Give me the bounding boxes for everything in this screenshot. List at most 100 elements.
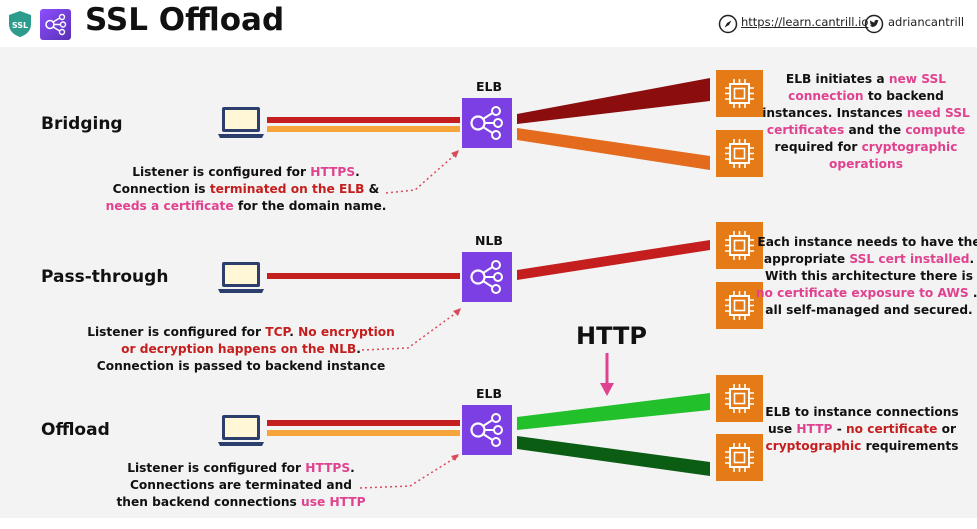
client-laptop-icon-offload (218, 415, 264, 446)
text-segment: Each instance needs to have the (757, 235, 977, 249)
text-segment: . (289, 325, 299, 339)
text-segment: Listener is configured for (127, 461, 306, 475)
text-line: all self-managed and secured. (756, 302, 977, 319)
footer-bar (0, 518, 977, 529)
text-segment: then backend connections (116, 495, 302, 509)
callout-arrowhead-offload (451, 454, 459, 461)
header-bar (0, 0, 977, 47)
text-segment: connection (788, 89, 864, 103)
listener-description-offload: Listener is configured for HTTPS.Connect… (116, 460, 365, 511)
text-line: ELB to instance connections (765, 404, 958, 421)
text-line: Connection is passed to backend instance (87, 358, 395, 375)
http-label: HTTP (576, 322, 647, 350)
text-segment: Listener is configured for (132, 165, 311, 179)
backend-connection-passthrough (517, 240, 710, 280)
text-segment: . (969, 252, 975, 266)
row-label-offload: Offload (41, 420, 110, 440)
text-line: Each instance needs to have the (756, 234, 977, 251)
text-segment: appropriate (763, 252, 850, 266)
text-segment: Connections are terminated and (129, 478, 353, 492)
text-segment: instances. Instances (762, 106, 907, 120)
elb-icon-bridging (460, 96, 514, 150)
row-label-passthrough: Pass-through (41, 267, 169, 287)
text-line: Connections are terminated and (116, 477, 365, 494)
elb-logo-icon (40, 9, 71, 40)
row-label-bridging: Bridging (41, 114, 123, 134)
text-line: use HTTP - no certificate or (765, 421, 958, 438)
ssl-badge-text: SSL (12, 21, 28, 30)
text-segment: .. (969, 286, 977, 300)
callout-arrowhead-bridging (451, 150, 459, 158)
text-line: cryptographic requirements (765, 438, 959, 455)
text-line: operations (762, 156, 970, 173)
text-segment: - (832, 422, 847, 436)
text-segment: SSL cert installed (849, 252, 970, 266)
text-segment: and the (844, 123, 906, 137)
text-segment: . (355, 165, 360, 179)
page-title: SSL Offload (85, 2, 285, 38)
listener-description-bridging: Listener is configured for HTTPS.Connect… (106, 164, 387, 215)
nlb-icon-passthrough (460, 250, 514, 304)
text-segment: needs a certificate (105, 199, 234, 213)
backend-connection-2-bridging (517, 128, 710, 170)
text-line: certificates and the compute (762, 122, 970, 139)
text-line: appropriate SSL cert installed. (756, 251, 977, 268)
text-segment: or (937, 422, 957, 436)
backend-http-connection-2-offload (517, 436, 710, 476)
text-segment: to backend (863, 89, 944, 103)
text-segment: requirements (861, 439, 959, 453)
text-line: needs a certificate for the domain name. (106, 198, 387, 215)
callout-arrow-bridging (385, 151, 459, 194)
text-segment: new SSL (888, 72, 947, 86)
text-segment: Connection is passed to backend instance (96, 359, 386, 373)
text-segment: terminated on the ELB (209, 182, 365, 196)
client-laptop-icon-passthrough (218, 262, 264, 293)
text-line: required for cryptographic (762, 139, 970, 156)
text-segment: use (767, 422, 797, 436)
text-segment: or decryption happens on the NLB (121, 342, 357, 356)
text-line: Listener is configured for TCP. No encry… (87, 324, 395, 341)
ec2-instance-icon-offload-2 (715, 433, 764, 482)
text-line: ELB initiates a new SSL (762, 71, 970, 88)
lb-label-offload: ELB (476, 386, 503, 401)
ssl-shield-icon: SSL (9, 11, 31, 37)
elb-icon-offload (460, 403, 514, 457)
callout-arrow-passthrough (361, 309, 461, 351)
ec2-instance-icon-bridging-1 (715, 69, 764, 118)
text-segment: HTTP (796, 422, 833, 436)
text-segment: no certificate (846, 422, 938, 436)
http-pointer-arrowhead (600, 383, 614, 396)
backend-connection-1-bridging (517, 78, 710, 124)
text-line: or decryption happens on the NLB. (87, 341, 395, 358)
twitter-handle-link[interactable]: adriancantrill (888, 15, 965, 29)
text-segment: Listener is configured for (87, 325, 266, 339)
text-segment: . (356, 342, 361, 356)
text-segment: use HTTP (301, 495, 366, 509)
text-segment: certificates (766, 123, 845, 137)
listener-description-passthrough: Listener is configured for TCP. No encry… (87, 324, 395, 375)
text-segment: Connection is (112, 182, 210, 196)
compass-icon (718, 14, 738, 34)
text-segment: operations (829, 157, 903, 171)
text-segment: compute (905, 123, 966, 137)
text-segment: HTTPS (310, 165, 356, 179)
text-segment: ELB initiates a (785, 72, 889, 86)
text-line: Listener is configured for HTTPS. (106, 164, 387, 181)
text-line: Listener is configured for HTTPS. (116, 460, 365, 477)
text-line: then backend connections use HTTP (116, 494, 365, 511)
client-laptop-icon-bridging (218, 107, 264, 138)
text-segment: cryptographic (765, 439, 862, 453)
text-segment: No encryption (298, 325, 395, 339)
text-segment: required for (774, 140, 862, 154)
callout-arrowhead-passthrough (453, 308, 461, 316)
lb-label-passthrough: NLB (475, 233, 503, 248)
text-segment: all self-managed and secured. (765, 303, 973, 317)
backend-note-passthrough: Each instance needs to have the appropria… (756, 234, 977, 319)
website-link[interactable]: https://learn.cantrill.io (741, 15, 869, 29)
text-segment: With this architecture there is (765, 269, 973, 283)
text-segment: no certificate exposure to AWS (755, 286, 969, 300)
text-line: Connection is terminated on the ELB & (106, 181, 387, 198)
text-segment: HTTPS (305, 461, 351, 475)
